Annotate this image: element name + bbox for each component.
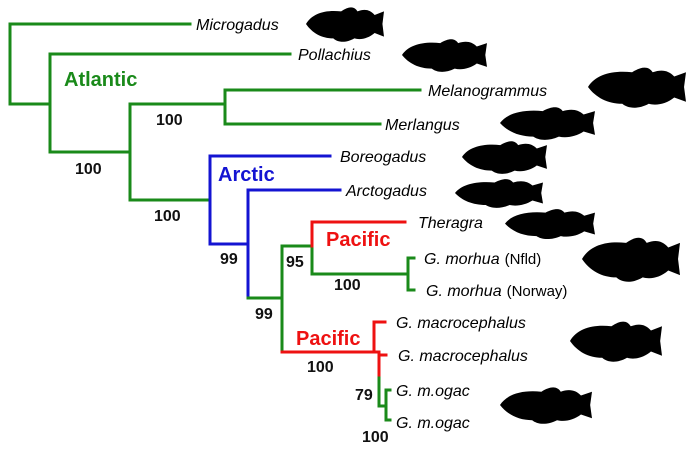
branch-macro-2-stem [372,350,381,380]
arctic-branches [208,154,342,300]
pollock-icon [402,39,487,72]
bootstrap-value: 100 [334,277,361,294]
arctic-cod-icon [455,179,543,208]
taxon-label: G. morhua(Norway) [426,283,567,300]
bootstrap-value: 100 [156,112,183,129]
bootstrap-value: 100 [75,161,102,178]
taxon-label: Boreogadus [340,149,426,166]
atlantic-branches [8,22,422,202]
region-label-pacific-upper: Pacific [326,229,390,251]
taxon-label: Theragra [418,215,483,232]
branch-node-99a [208,154,250,246]
taxon-label: G. m.ogac [396,383,470,400]
bootstrap-value: 100 [307,359,334,376]
region-label-atlantic: Atlantic [64,69,137,91]
gadus-branches [246,220,416,422]
bootstrap-value: 100 [362,429,389,446]
bootstrap-value: 95 [286,254,304,271]
bootstrap-value: 100 [154,208,181,225]
taxon-label: Microgadus [196,17,279,34]
taxon-label: Arctogadus [345,183,427,200]
bootstrap-value: 99 [255,306,273,323]
bootstrap-value: 79 [355,387,373,404]
taxon-label: G. macrocephalus [398,348,528,365]
bootstrap-value: 99 [220,251,238,268]
branch-root [8,22,52,106]
taxon-label: Merlangus [385,117,460,134]
atlantic-cod-icon [582,237,680,282]
whiting-icon [500,107,595,140]
greenland-cod-icon [500,387,592,424]
taxon-label: G. m.ogac [396,415,470,432]
taxon-label: G. morhua(Nfld) [424,251,541,268]
branch-ogac-node [377,376,388,422]
polar-cod-icon [462,141,547,174]
region-label-arctic: Arctic [218,164,275,186]
taxon-label: Pollachius [298,47,371,64]
cod-icon [306,7,384,42]
taxon-label: G. macrocephalus [396,315,526,332]
pacific-cod-icon [570,321,662,362]
region-label-pacific-lower: Pacific [296,328,360,350]
walleye-pollock-icon [505,209,595,240]
haddock-icon [588,67,686,108]
taxon-label: Melanogrammus [428,83,547,100]
